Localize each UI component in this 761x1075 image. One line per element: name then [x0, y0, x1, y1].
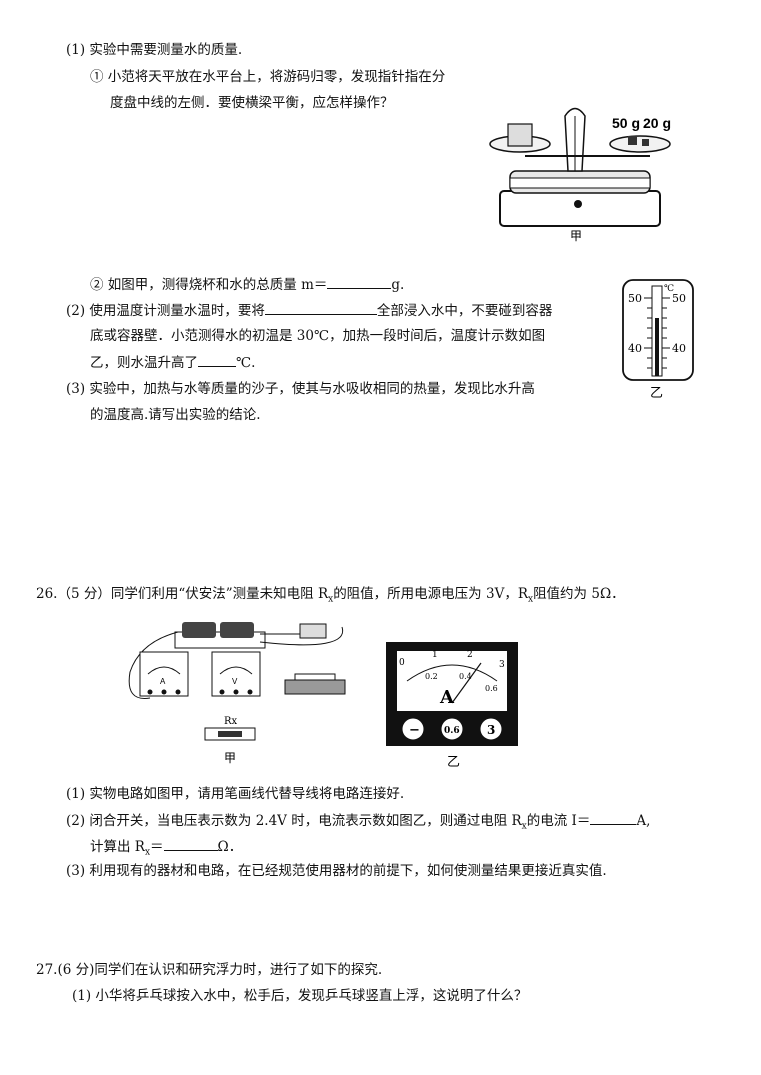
circuit-figure-label-jia: 甲 — [224, 751, 236, 765]
q26-part1: (1) 实物电路如图甲，请用笔画线代替导线将电路连接好. — [66, 786, 405, 802]
q26-part2-line2: 计算出 Rx＝ Ω． — [90, 836, 242, 863]
q26-part2-text-a: (2) 闭合开关，当电压表示数为 2.4V 时，电流表示数如图乙，则通过电阻 R — [66, 813, 522, 829]
q27-header: 27.(6 分)同学们在认识和研究浮力时，进行了如下的探究. — [36, 962, 383, 978]
terminal-minus: − — [409, 723, 420, 738]
q26-header-a: 26.（5 分）同学们利用“伏安法”测量未知电阻 R — [36, 586, 329, 602]
q26-part2-line2-unit: Ω． — [217, 839, 243, 855]
weight-label-50g: 50 g — [612, 115, 640, 131]
thermometer-figure: ℃ 50 50 40 40 乙 — [622, 279, 694, 401]
figure-label-jia: 甲 — [570, 229, 582, 243]
answer-blank-resistance[interactable] — [163, 836, 218, 851]
q25-part1b-text: ② 如图甲，测得烧杯和水的总质量 m＝ — [90, 277, 328, 293]
weight-label-20g: 20 g — [643, 115, 671, 131]
figure-label-yi: 乙 — [650, 386, 663, 401]
thermometer-40-left: 40 — [628, 342, 642, 355]
q26-header-sub1: x — [328, 594, 334, 605]
q25-part1a-line1: ① 小范将天平放在水平台上，将游码归零，发现指针指在分 — [90, 69, 446, 85]
scale-top-3: 3 — [499, 660, 505, 670]
q25-part2-text-a: (2) 使用温度计测量水温时，要将 — [66, 303, 265, 319]
q26-header-sub2: x — [527, 594, 534, 605]
ammeter-figure-label-yi: 乙 — [447, 755, 460, 770]
balance-figure: 50 g 20 g 甲 — [489, 107, 671, 243]
terminal-3: 3 — [487, 723, 495, 737]
ammeter-letter: A — [160, 677, 166, 686]
q25-part2-line2: 底或容器壁．小范测得水的初温是 30℃，加热一段时间后，温度计示数如图 — [90, 328, 546, 344]
q25-part3-line2: 的温度高.请写出实验的结论. — [90, 407, 261, 423]
thermometer-40-right: 40 — [672, 342, 686, 355]
q26-part2-line2-text: 计算出 R — [90, 839, 145, 855]
ammeter-figure: 0 1 2 3 0.2 0.4 0.6 A − 0.6 3 乙 — [386, 642, 518, 770]
q26-header: 26.（5 分）同学们利用“伏安法”测量未知电阻 Rx的阻值，所用电源电压为 3… — [36, 584, 625, 610]
answer-blank-temp-rise[interactable] — [198, 352, 236, 367]
q26-part2-line1: (2) 闭合开关，当电压表示数为 2.4V 时，电流表示数如图乙，则通过电阻 R… — [66, 810, 650, 837]
ammeter-a-symbol: A — [439, 687, 455, 708]
voltmeter-letter: V — [232, 677, 238, 686]
q25-part2-line3: 乙，则水温升高了 ℃. — [90, 352, 255, 373]
q25-part1: (1) 实验中需要测量水的质量. — [66, 42, 243, 58]
answer-blank-current[interactable] — [590, 810, 637, 825]
q27-part1: (1) 小华将乒乓球按入水中，松手后，发现乒乓球竖直上浮，这说明了什么？ — [72, 988, 528, 1004]
thermometer-unit: ℃ — [664, 284, 674, 294]
scale-top-0: 0 — [399, 658, 405, 668]
q26-part2-unit: A, — [636, 813, 651, 829]
answer-blank-mass[interactable] — [327, 274, 392, 289]
scale-bottom-06: 0.6 — [485, 684, 498, 693]
rx-label: Rx — [224, 716, 238, 727]
thermometer-50-right: 50 — [672, 292, 686, 305]
q25-part2-line3-text: 乙，则水温升高了 — [90, 355, 198, 371]
scale-top-1: 1 — [432, 650, 438, 660]
scale-bottom-02: 0.2 — [425, 672, 438, 681]
q26-header-b: 的阻值，所用电源电压为 3V，R — [333, 586, 528, 602]
q26-part2-line2-eq: ＝ — [150, 839, 164, 855]
q25-part1b: ② 如图甲，测得烧杯和水的总质量 m＝ g. — [90, 274, 404, 295]
q26-part2-line2-sub: x — [144, 847, 151, 858]
q26-part3: (3) 利用现有的器材和电路，在已经规范使用器材的前提下，如何使测量结果更接近真… — [66, 863, 607, 879]
q26-part2-text-b: 的电流 I＝ — [526, 813, 591, 829]
q25-part2-line3-unit: ℃. — [236, 355, 256, 371]
q25-part1a-line2: 度盘中线的左侧．要使横梁平衡，应怎样操作？ — [110, 95, 394, 111]
q25-part2-text-b: 全部浸入水中，不要碰到容器 — [376, 303, 553, 319]
circuit-figure: A V Rx 甲 — [128, 622, 346, 765]
q25-part1b-unit: g. — [391, 277, 405, 293]
terminal-06: 0.6 — [444, 726, 460, 736]
scale-bottom-04: 0.4 — [459, 672, 472, 681]
q26-part2-sub: x — [521, 821, 527, 832]
q25-part3-line1: (3) 实验中，加热与水等质量的沙子，使其与水吸收相同的热量，发现比水升高 — [66, 381, 535, 397]
answer-blank-thermometer-part[interactable] — [264, 300, 377, 315]
thermometer-50-left: 50 — [628, 292, 642, 305]
q26-header-c: 阻值约为 5Ω． — [533, 586, 625, 602]
q25-part2-line1: (2) 使用温度计测量水温时，要将 全部浸入水中，不要碰到容器 — [66, 300, 552, 321]
scale-top-2: 2 — [467, 650, 473, 660]
